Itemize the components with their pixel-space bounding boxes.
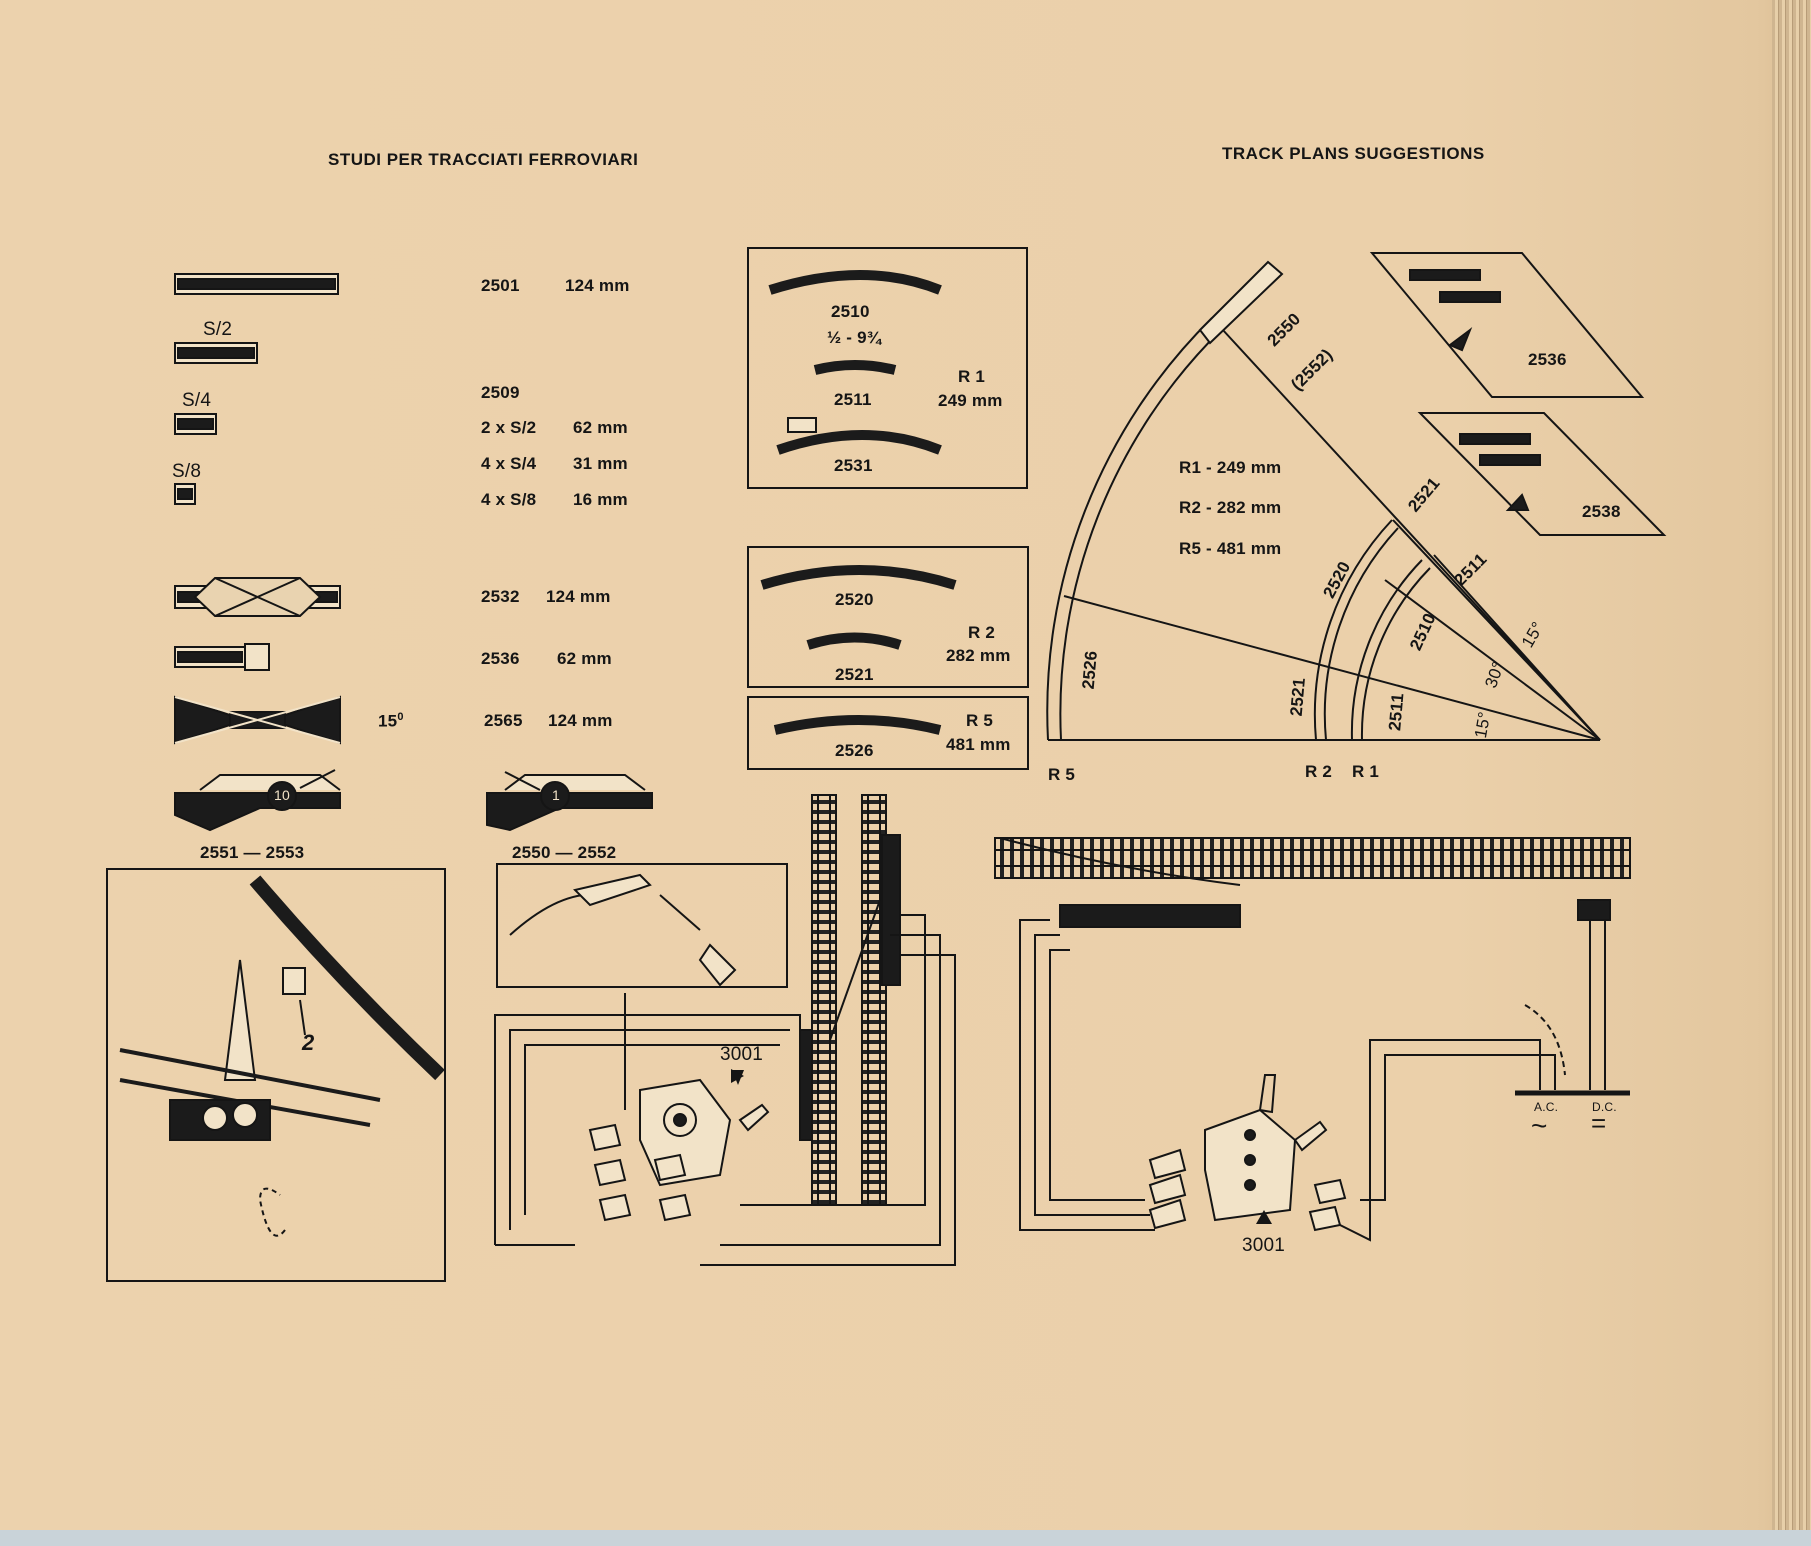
label-s8: S/8: [172, 461, 202, 482]
turnout-left-label: 2551 — 2553: [200, 843, 305, 862]
legend-r5: R5 - 481 mm: [1179, 539, 1282, 558]
row-2509-code: 2509: [481, 383, 520, 402]
turnout-2551-drawing: [174, 769, 341, 832]
left-play-marker-icon: [731, 1069, 744, 1083]
box-r1-code-2511: 2511: [834, 390, 872, 409]
inset-label-2536: 2536: [1528, 350, 1567, 369]
row-s8-code: 4 x S/8: [481, 490, 537, 509]
label-s4: S/4: [182, 390, 212, 411]
box-r2-radius-mm: 282 mm: [946, 646, 1011, 665]
box-r2-code-2520: 2520: [835, 590, 874, 609]
box-r2-frame: [747, 546, 1029, 688]
row-s2-size: 62 mm: [573, 418, 628, 437]
turnout-2550-drawing: [486, 771, 653, 832]
radius-fan-diagram: [1046, 260, 1601, 741]
axis-label-r5: R 5: [1048, 765, 1076, 784]
track-s2-drawing: [174, 342, 258, 364]
inset-2538-frame: [1417, 412, 1667, 536]
box-r5-radius-mm: 481 mm: [946, 735, 1011, 754]
turnout-left-badge: 10: [274, 787, 290, 803]
track-s4-drawing: [174, 413, 217, 435]
turnout-right-label: 2550 — 2552: [512, 843, 617, 862]
track-s8-drawing: [174, 483, 196, 505]
row-2532-code: 2532: [481, 587, 520, 606]
plug-inset-frame: [496, 863, 788, 988]
box-r2-code-2521: 2521: [835, 665, 874, 684]
inset-label-2538: 2538: [1582, 502, 1621, 521]
box-r1-radius-mm: 249 mm: [938, 391, 1003, 410]
box-r2-radius-label: R 2: [968, 623, 996, 642]
row-2565-code: 2565: [484, 711, 523, 730]
legend-r2: R2 - 282 mm: [1179, 498, 1282, 517]
hand-number: 2: [302, 1030, 315, 1055]
left-controller-drawing: [588, 1078, 770, 1222]
supply-ac-symbol: ~: [1531, 1110, 1548, 1141]
turnout-right-badge: 1: [552, 787, 560, 803]
row-2532-size: 124 mm: [546, 587, 611, 606]
box-r5-frame: [747, 696, 1029, 770]
label-angle-15: 150: [378, 711, 404, 731]
box-r1-code-2531: 2531: [834, 456, 873, 475]
row-2536-code: 2536: [481, 649, 520, 668]
legend-r1: R1 - 249 mm: [1179, 458, 1282, 477]
row-2501-code: 2501: [481, 276, 520, 295]
screw-inset-frame: [106, 868, 446, 1282]
row-s4-size: 31 mm: [573, 454, 628, 473]
row-s8-size: 16 mm: [573, 490, 628, 509]
right-up-marker-icon: [1256, 1210, 1272, 1224]
track-2532-drawing: [174, 577, 341, 617]
box-r5-radius-label: R 5: [966, 711, 994, 730]
scan-border: [0, 1530, 1811, 1546]
label-s2: S/2: [203, 319, 233, 340]
box-r1-code-2510: 2510: [831, 302, 870, 321]
right-controller-drawing: [1148, 1074, 1347, 1232]
box-r5-code-2526: 2526: [835, 741, 874, 760]
track-2565-drawing: [174, 695, 341, 745]
row-2565-size: 124 mm: [548, 711, 613, 730]
sector-label-2526: 2526: [1078, 649, 1101, 691]
box-r1-frame: [747, 247, 1028, 489]
right-wiring: [1019, 919, 1630, 1242]
row-2501-size: 124 mm: [565, 276, 630, 295]
row-s2-code: 2 x S/2: [481, 418, 537, 437]
inset-2536-frame: [1369, 252, 1645, 398]
vertical-track-1: [811, 794, 837, 1206]
sector-label-2521-lower: 2521: [1286, 676, 1309, 718]
track-2536-drawing: [174, 643, 270, 671]
controller-left-label: 3001: [720, 1044, 764, 1065]
supply-dc-symbol: =: [1591, 1108, 1607, 1138]
supply-ac-label: A.C.: [1534, 1100, 1559, 1114]
track-2501-drawing: [174, 273, 339, 295]
page-edge: [1772, 0, 1811, 1546]
controller-right-label: 3001: [1242, 1235, 1286, 1256]
horizontal-track: [994, 837, 1631, 879]
left-wiring: [494, 914, 956, 1266]
sector-label-2511-lower: 2511: [1385, 692, 1408, 732]
axis-label-r2: R 2: [1305, 762, 1333, 781]
left-title: STUDI PER TRACCIATI FERROVIARI: [328, 150, 639, 169]
row-2536-size: 62 mm: [557, 649, 612, 668]
axis-label-r1: R 1: [1352, 762, 1380, 781]
box-r1-radius-label: R 1: [958, 367, 986, 386]
right-title: TRACK PLANS SUGGESTIONS: [1222, 144, 1485, 163]
row-s4-code: 4 x S/4: [481, 454, 537, 473]
supply-dc-label: D.C.: [1592, 1100, 1617, 1114]
box-r1-fraction: ½ - 9¾: [827, 328, 882, 347]
